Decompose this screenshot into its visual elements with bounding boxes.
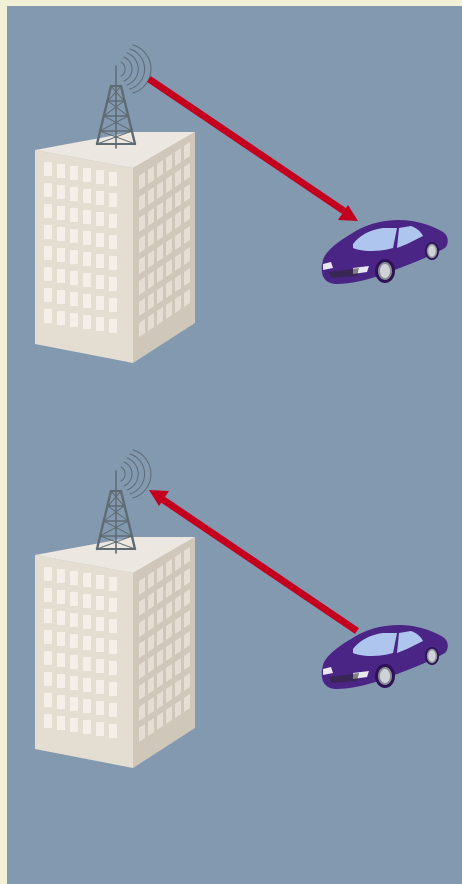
scene-uplink [35,450,448,768]
scene-downlink [35,45,448,363]
car-icon [322,625,448,689]
diagram-canvas [7,6,462,884]
office-building-icon [35,537,195,768]
diagram-svg [7,6,462,884]
office-building-icon [35,132,195,363]
car-icon [322,220,448,284]
